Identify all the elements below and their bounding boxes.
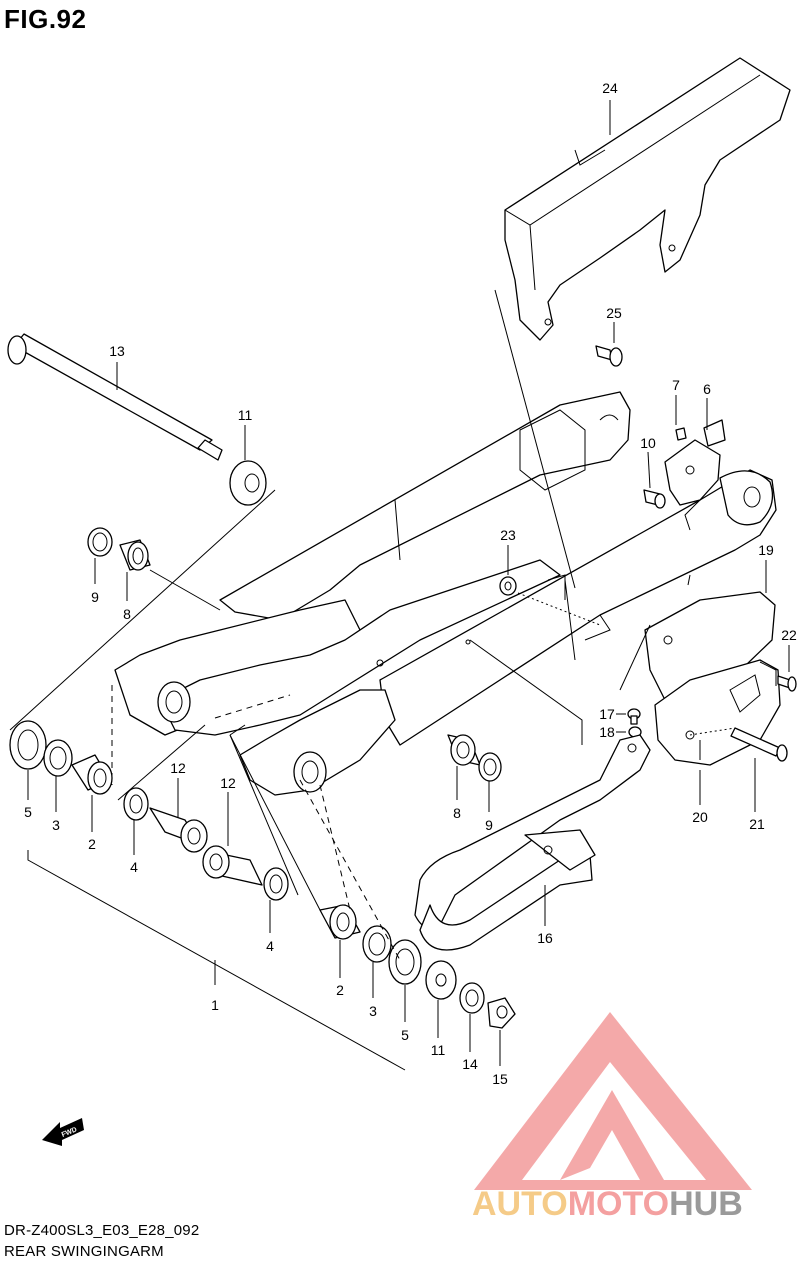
part-seal-5-left (9, 720, 47, 770)
callout-2-right: 2 (336, 982, 344, 998)
callout-1: 1 (211, 997, 219, 1013)
callout-11-bottom: 11 (431, 1042, 446, 1058)
part-bearing-8-right (447, 734, 481, 766)
callout-15: 15 (492, 1071, 508, 1087)
callout-9-right: 9 (485, 817, 493, 833)
part-bolt-22 (777, 675, 797, 692)
callout-14: 14 (462, 1056, 478, 1072)
part-bearing-8-left (119, 539, 151, 571)
part-nut-15 (487, 997, 516, 1029)
footer-section-name: REAR SWINGINGARM (4, 1243, 164, 1260)
callout-5-right: 5 (401, 1027, 409, 1043)
part-spacer-12-left (149, 807, 208, 853)
callout-13: 13 (109, 343, 125, 359)
watermark-text-moto: MOTO (568, 1185, 669, 1223)
callout-9-left: 9 (91, 589, 99, 605)
part-seal-5-right (388, 939, 422, 985)
part-washer-11-top (229, 460, 267, 506)
part-spacer-12-right (202, 845, 263, 886)
callout-2-left: 2 (88, 836, 96, 852)
part-washer-14 (459, 982, 485, 1014)
callout-3-left: 3 (52, 817, 60, 833)
callout-18: 18 (599, 724, 615, 740)
callout-16: 16 (537, 930, 553, 946)
part-bearing-2-left (71, 754, 113, 795)
callout-10: 10 (640, 435, 656, 451)
part-nut-23 (499, 576, 517, 596)
watermark-logo: AUTOMOTOHUB (472, 1012, 752, 1223)
callout-4-right: 4 (266, 938, 274, 954)
part-chain-buffer (414, 734, 651, 951)
guide-lines (9, 289, 777, 961)
callout-20: 20 (692, 809, 708, 825)
fwd-arrow-icon: FWD (42, 1118, 84, 1146)
part-washer-3-right (362, 925, 392, 963)
callout-21: 21 (749, 816, 765, 832)
callout-12-left: 12 (170, 760, 186, 776)
part-seal-9-right (478, 752, 502, 782)
callout-3-right: 3 (369, 1003, 377, 1019)
part-seal-4-right (263, 867, 289, 901)
callout-5-left: 5 (24, 804, 32, 820)
part-washer-11-bottom (425, 960, 457, 1000)
leader-lines (27, 100, 790, 1066)
part-washer-3-left (43, 739, 73, 777)
callout-7: 7 (672, 377, 680, 393)
part-adjuster-plate (643, 419, 726, 509)
assembly-bracket-1 (27, 850, 406, 1071)
footer-model-code: DR-Z400SL3_E03_E28_092 (4, 1222, 200, 1239)
watermark-text-auto: AUTO (472, 1185, 568, 1223)
watermark-text-hub: HUB (669, 1185, 743, 1223)
part-seal-4-left (123, 787, 149, 821)
part-pivot-shaft (7, 333, 223, 461)
part-chain-case (504, 57, 791, 341)
part-seal-9-left (87, 527, 113, 557)
callout-17: 17 (599, 706, 615, 722)
callout-8-left: 8 (123, 606, 131, 622)
callout-labels: 24 25 13 11 7 6 10 9 8 23 19 22 17 18 12… (24, 80, 797, 1087)
callout-8-right: 8 (453, 805, 461, 821)
callout-12-right: 12 (220, 775, 236, 791)
part-bolt-25 (595, 345, 623, 367)
part-swingarm (114, 391, 777, 796)
callout-24: 24 (602, 80, 618, 96)
part-screw-17 (627, 708, 642, 738)
callout-4-left: 4 (130, 859, 138, 875)
figure-title: FIG.92 (4, 4, 87, 34)
callout-19: 19 (758, 542, 774, 558)
callout-23: 23 (500, 527, 516, 543)
part-bolt-21 (730, 727, 788, 762)
callout-22: 22 (781, 627, 797, 643)
svg-text:AUTOMOTOHUB: AUTOMOTOHUB (472, 1185, 743, 1223)
callout-25: 25 (606, 305, 622, 321)
callout-6: 6 (703, 381, 711, 397)
part-bearing-2-right (319, 904, 361, 940)
callout-11-top: 11 (238, 407, 253, 423)
